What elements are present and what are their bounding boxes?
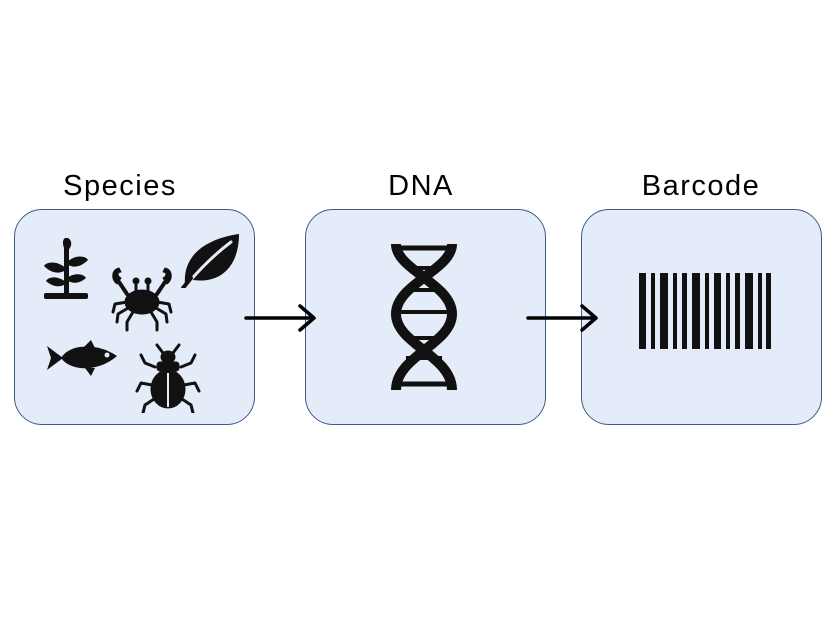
seedling-icon [44, 238, 88, 299]
species-panel [14, 209, 255, 425]
arrow-dna-to-barcode [526, 304, 598, 332]
fish-icon [47, 340, 117, 376]
leaf-icon [181, 234, 239, 288]
barcode-icon [639, 273, 771, 349]
barcode-label: Barcode [641, 170, 761, 202]
arrow-species-to-dna [244, 304, 316, 332]
barcode-panel [581, 209, 822, 425]
beetle-icon [135, 343, 201, 413]
dna-label: DNA [388, 170, 454, 202]
crab-icon [111, 267, 173, 332]
species-label: Species [63, 170, 177, 202]
dna-helix-icon [390, 243, 458, 391]
dna-panel [305, 209, 546, 425]
